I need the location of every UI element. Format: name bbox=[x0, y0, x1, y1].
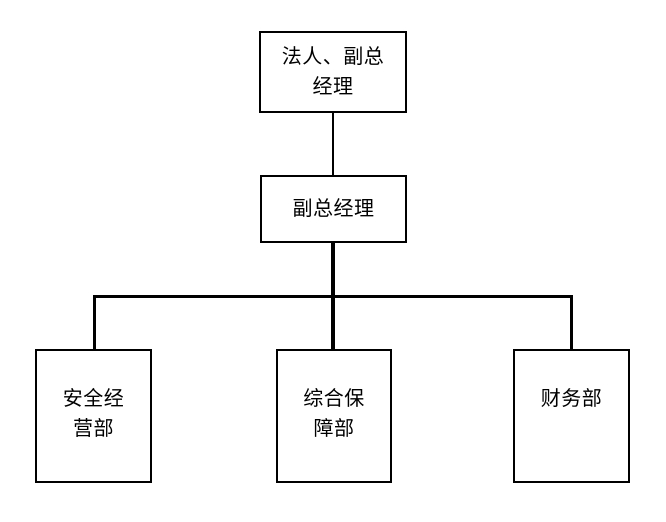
node-label-legal-person-deputy-gm: 法人、副总 经理 bbox=[281, 46, 385, 98]
node-safety-operations-dept[interactable]: 安全经 营部 bbox=[35, 349, 152, 483]
node-legal-person-deputy-gm[interactable]: 法人、副总 经理 bbox=[259, 31, 407, 113]
node-label-comprehensive-support-dept: 综合保 障部 bbox=[303, 388, 365, 440]
connector-top-to-deputy-gm bbox=[332, 113, 334, 175]
node-label-safety-operations-dept: 安全经 营部 bbox=[62, 388, 125, 440]
node-comprehensive-support-dept[interactable]: 综合保 障部 bbox=[276, 349, 392, 483]
connector-deputy-gm-stem bbox=[331, 243, 335, 331]
node-finance-dept[interactable]: 财务部 bbox=[513, 349, 630, 483]
node-deputy-general-manager[interactable]: 副总经理 bbox=[260, 175, 407, 243]
connector-drop-comprehensive-support bbox=[331, 295, 335, 350]
connector-drop-finance bbox=[570, 295, 573, 350]
connector-drop-safety-operations bbox=[93, 295, 96, 350]
node-label-finance-dept: 财务部 bbox=[540, 388, 603, 410]
node-label-deputy-general-manager: 副总经理 bbox=[292, 198, 375, 220]
